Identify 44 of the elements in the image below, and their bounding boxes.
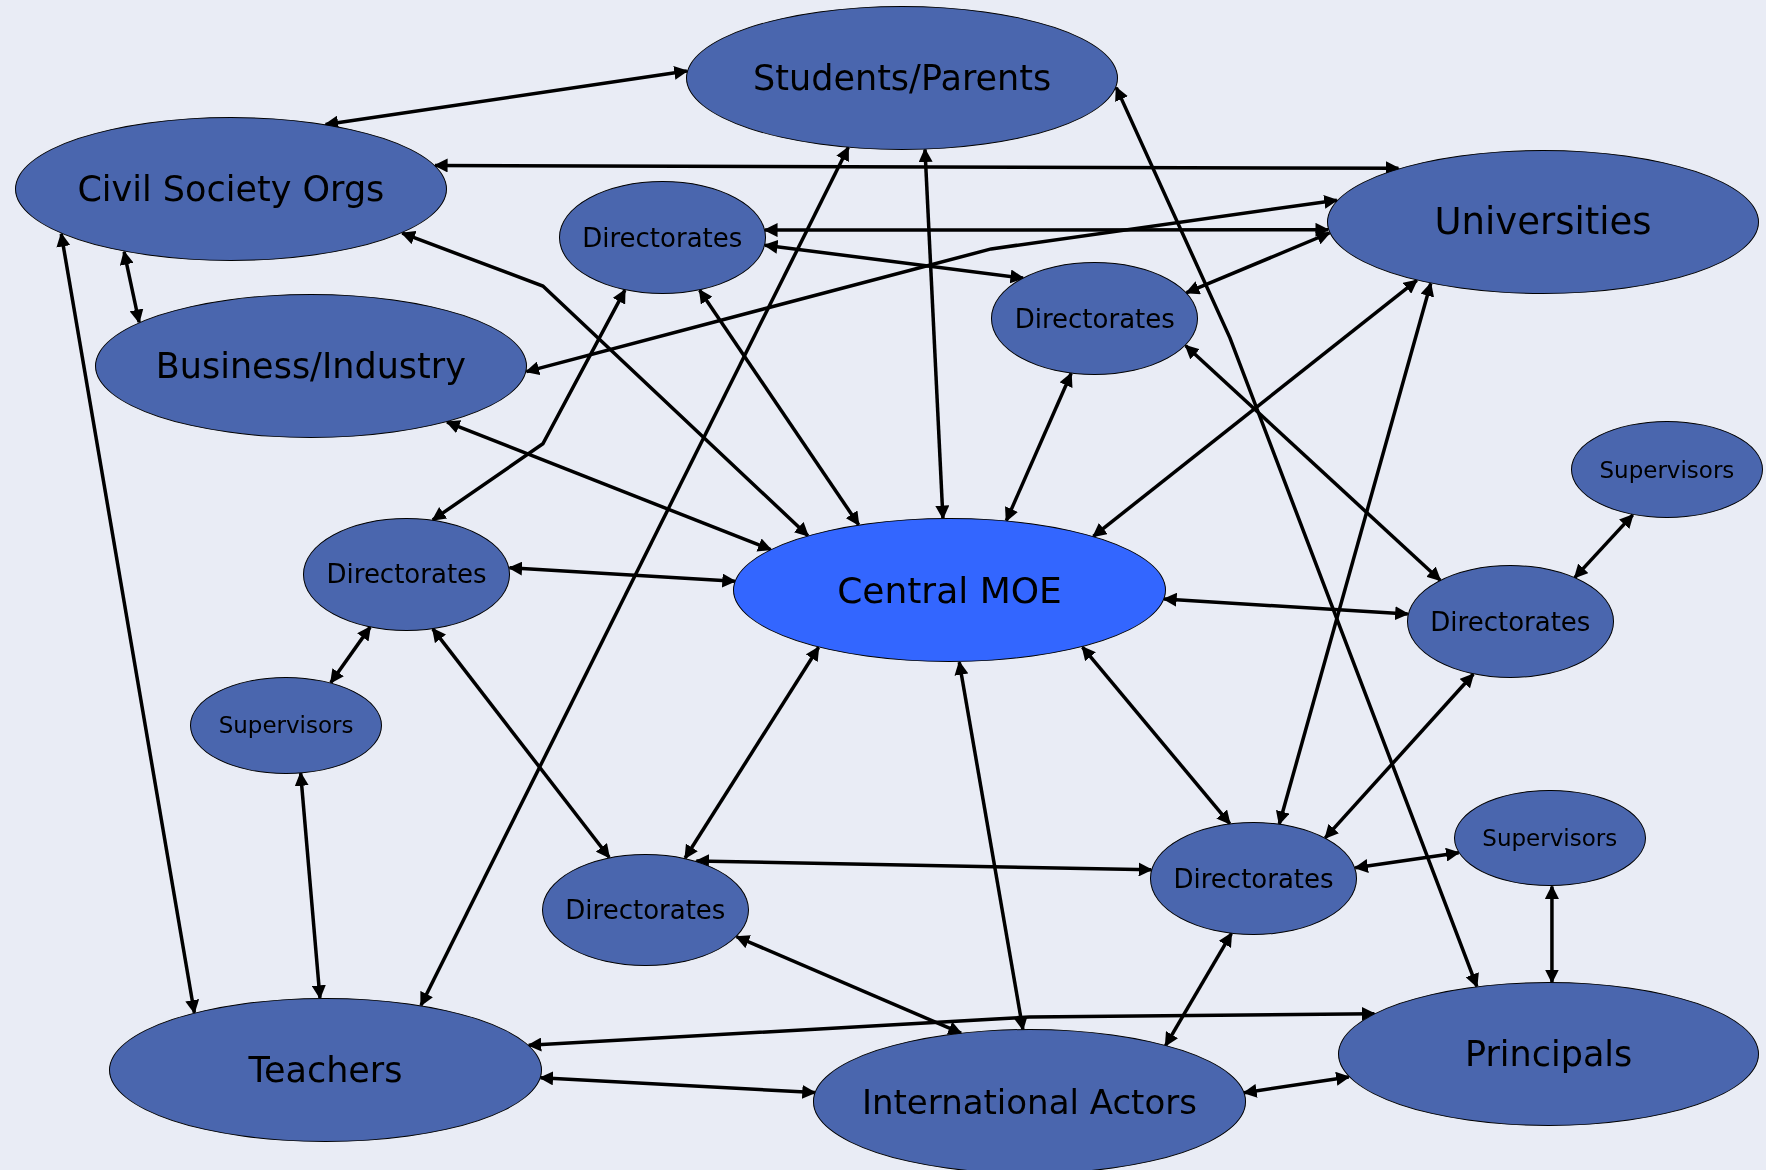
double-arrow xyxy=(525,195,1339,376)
node-label: Civil Society Orgs xyxy=(77,169,385,210)
double-arrow xyxy=(1185,231,1331,295)
node-label: Directorates xyxy=(565,895,726,926)
double-arrow xyxy=(1092,279,1418,538)
node-label: Teachers xyxy=(248,1049,403,1090)
node-label: Directorates xyxy=(1173,863,1334,894)
node-label: Directorates xyxy=(326,559,487,590)
double-arrow xyxy=(918,148,950,520)
double-arrow xyxy=(56,232,200,1015)
node-label: Principals xyxy=(1464,1034,1633,1075)
node-label: Central MOE xyxy=(837,569,1062,611)
node-label: Universities xyxy=(1434,200,1652,244)
double-arrow xyxy=(431,627,611,859)
node-label: Students/Parents xyxy=(753,57,1052,98)
double-arrow xyxy=(419,146,850,1007)
node-label: International Actors xyxy=(861,1081,1197,1122)
node-label: Directorates xyxy=(582,222,743,253)
double-arrow xyxy=(119,250,144,324)
node-label: Supervisors xyxy=(1482,824,1618,851)
node-label: Supervisors xyxy=(1599,456,1735,483)
double-arrow xyxy=(763,222,1330,238)
double-arrow xyxy=(527,1006,1376,1052)
double-arrow xyxy=(1323,673,1475,840)
double-arrow xyxy=(1573,513,1635,579)
double-arrow xyxy=(329,626,372,684)
double-arrow xyxy=(1184,344,1442,582)
double-arrow xyxy=(694,854,1153,877)
double-arrow xyxy=(735,935,963,1035)
double-arrow xyxy=(431,288,627,522)
double-arrow xyxy=(1544,885,1559,984)
node-label: Supervisors xyxy=(218,712,354,739)
double-arrow xyxy=(954,660,1028,1031)
double-arrow xyxy=(683,646,820,860)
double-arrow xyxy=(1275,282,1435,826)
double-arrow xyxy=(445,420,773,552)
double-arrow xyxy=(400,231,810,537)
double-arrow xyxy=(1114,86,1479,988)
node-label: Directorates xyxy=(1430,606,1591,637)
node-label: Directorates xyxy=(1014,303,1175,334)
double-arrow xyxy=(698,289,861,526)
double-arrow xyxy=(763,239,1025,284)
double-arrow xyxy=(1353,847,1461,873)
node-label: Business/Industry xyxy=(155,346,466,387)
